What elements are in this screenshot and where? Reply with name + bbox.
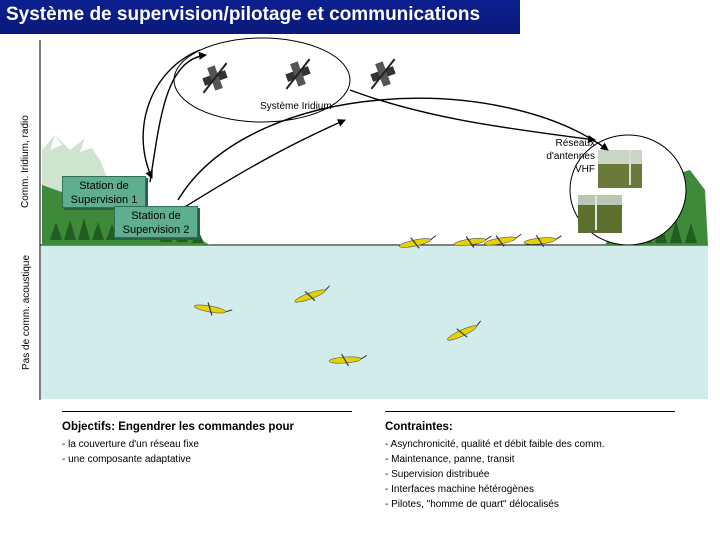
objectives-item: - la couverture d'un réseau fixe — [62, 439, 199, 450]
surface-glider-icon-1 — [399, 235, 437, 249]
sea-area — [41, 246, 708, 399]
surface-glider-icon-3 — [483, 233, 522, 247]
vhf-label-line2: d'antennes — [546, 151, 595, 162]
satellite-icon-1 — [202, 62, 228, 94]
constraints-item: - Supervision distribuée — [385, 469, 490, 480]
underwater-glider-icon-3 — [447, 320, 482, 341]
objectives-title: Objectifs: Engendrer les commandes pour — [62, 421, 294, 433]
iridium-label: Système Iridium — [260, 101, 332, 112]
satellite-icon-2 — [285, 58, 311, 90]
communication-arrows — [142, 49, 609, 211]
constraints-item: - Asynchronicité, qualité et débit faibl… — [385, 439, 605, 450]
satellites — [202, 58, 396, 94]
page-title: Système de supervision/pilotage et commu… — [6, 4, 481, 25]
station-2-line2: Supervision 2 — [122, 224, 190, 236]
station-2-line1: Station de — [131, 210, 181, 222]
constraints-item: - Maintenance, panne, transit — [385, 454, 515, 465]
underwater-gliders — [193, 285, 482, 367]
surface-glider-icon-2 — [453, 235, 492, 248]
station-1-line2: Supervision 1 — [70, 194, 138, 206]
surface-gliders — [399, 233, 562, 249]
constraints-list: - Asynchronicité, qualité et débit faibl… — [385, 437, 605, 512]
vhf-label: Réseaux d'antennes VHF — [545, 137, 595, 176]
objectives-divider — [62, 411, 352, 412]
constraints-item: - Interfaces machine hétérogènes — [385, 484, 534, 495]
constraints-title: Contraintes: — [385, 421, 453, 433]
underwater-glider-icon-1 — [193, 302, 233, 316]
station-supervision-2[interactable]: Station de Supervision 2 — [114, 206, 198, 238]
constraints-item: - Pilotes, "homme de quart" délocalisés — [385, 499, 559, 510]
objectives-item: - une composante adaptative — [62, 454, 191, 465]
vhf-antenna-photos — [578, 150, 642, 233]
vhf-label-line3: VHF — [575, 164, 595, 175]
surface-glider-icon-4 — [523, 235, 562, 247]
station-supervision-1[interactable]: Station de Supervision 1 — [62, 176, 146, 208]
underwater-glider-icon-4 — [328, 353, 367, 367]
objectives-list: - la couverture d'un réseau fixe - une c… — [62, 437, 199, 467]
constraints-divider — [385, 411, 675, 412]
vhf-label-line1: Réseaux — [555, 138, 595, 149]
station-1-line1: Station de — [79, 180, 129, 192]
satellite-icon-3 — [370, 58, 396, 90]
title-bar: Système de supervision/pilotage et commu… — [0, 0, 520, 34]
underwater-glider-icon-2 — [294, 285, 331, 303]
